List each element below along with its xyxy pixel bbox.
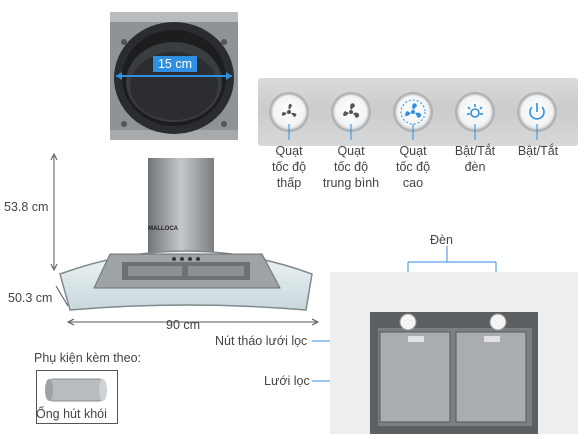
light-label: Đèn xyxy=(430,233,453,247)
control-panel xyxy=(258,78,578,146)
filter-label: Lưới lọc xyxy=(264,374,310,388)
filter-closeup-image xyxy=(330,272,578,434)
fan-medium-icon xyxy=(343,103,360,118)
power-label: Bật/Tắt xyxy=(517,144,559,158)
hood-brand-text: MALLOCA xyxy=(148,226,178,232)
duct-size-label: 15 cm xyxy=(153,56,197,72)
power-icon xyxy=(529,103,545,120)
accessory-title: Phụ kiện kèm theo: xyxy=(34,351,142,365)
accessory-image xyxy=(36,370,118,424)
range-hood-image xyxy=(59,158,313,311)
fan-high-icon xyxy=(400,99,426,125)
fan-low-icon xyxy=(281,103,297,117)
accessory-label: Ống hút khói xyxy=(36,407,107,421)
depth-dimension: 50.3 cm xyxy=(8,291,53,305)
release-button-label: Nút tháo lưới lọc xyxy=(215,334,308,348)
light-toggle-icon xyxy=(467,104,483,118)
height-dimension: 53.8 cm xyxy=(4,200,49,214)
width-dimension: 90 cm xyxy=(166,318,201,332)
duct-pipe-icon xyxy=(45,378,107,402)
